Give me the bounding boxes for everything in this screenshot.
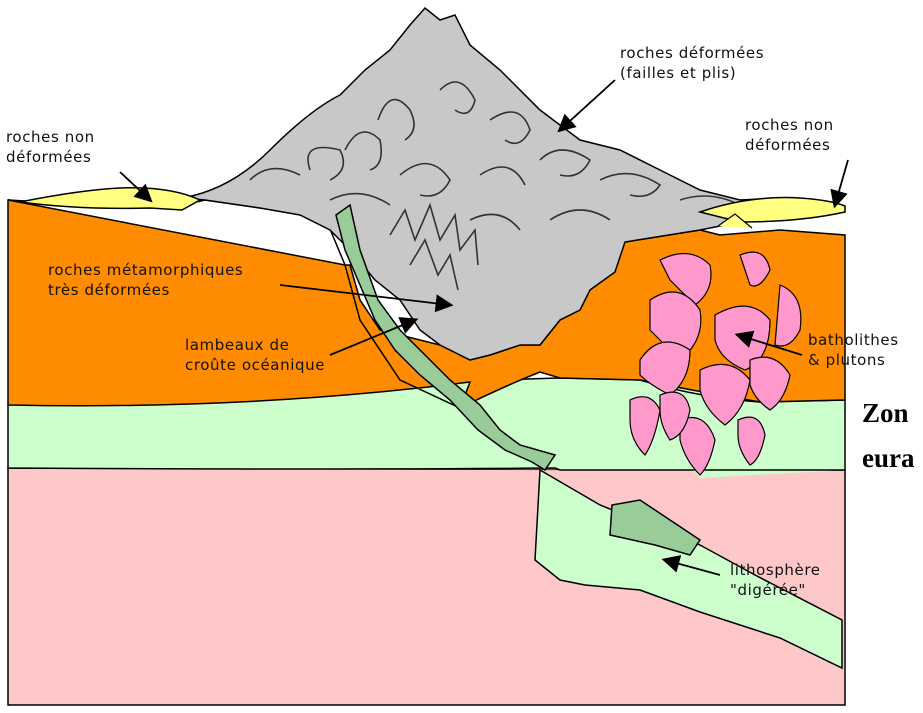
arrow-deformed bbox=[560, 80, 615, 130]
arrow-unaltered-right bbox=[835, 160, 848, 205]
undeformed-rocks-left bbox=[20, 188, 200, 210]
label-unaltered-left: roches non déformées bbox=[6, 128, 100, 166]
label-deformed: roches déformées (failles et plis) bbox=[620, 44, 770, 82]
label-unaltered-right: roches non déformées bbox=[745, 116, 839, 154]
side-title: Zon eura bbox=[862, 398, 915, 473]
